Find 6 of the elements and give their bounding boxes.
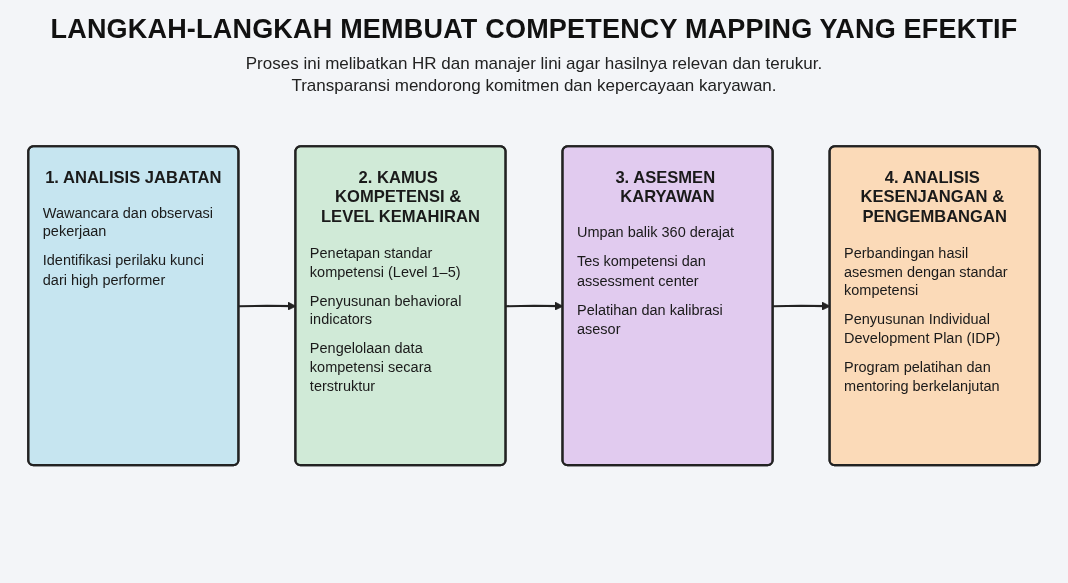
- subtitle-text: Proses ini melibatkan HR dan manajer lini agar hasilnya relevan dan terukur. Transparansi mendorong komitmen dan kepercayaan karyawan.: [244, 53, 824, 98]
- step-card: 4. ANALISIS KESENJANGAN & PENGEMBANGAN Perbandingan hasil asesmen dengan standar kompetensi Penyusunan Individual Development Plan (IDP) Program pelatihan dan mentoring berkelanjutan: [828, 145, 1041, 467]
- diagram-title: LANGKAH-LANGKAH MEMBUAT COMPETENCY MAPPING YANG EFEKTIF: [50, 14, 1018, 45]
- step-card: 3. ASESMEN KARYAWAN Umpan balik 360 derajat Tes kompetensi dan assessment center Pelatihan dan kalibrasi asesor: [561, 145, 774, 467]
- step-card: 2. KAMUS KOMPETENSI & LEVEL KEMAHIRAN Penetapan standar kompetensi (Level 1–5) Penyusunan behavioral indicators Pengelolaan data kompetensi secara terstruktur: [294, 145, 507, 467]
- step-card: 1. ANALISIS JABATAN Wawancara dan observasi pekerjaan Identifikasi perilaku kunci dari high performer: [27, 145, 240, 467]
